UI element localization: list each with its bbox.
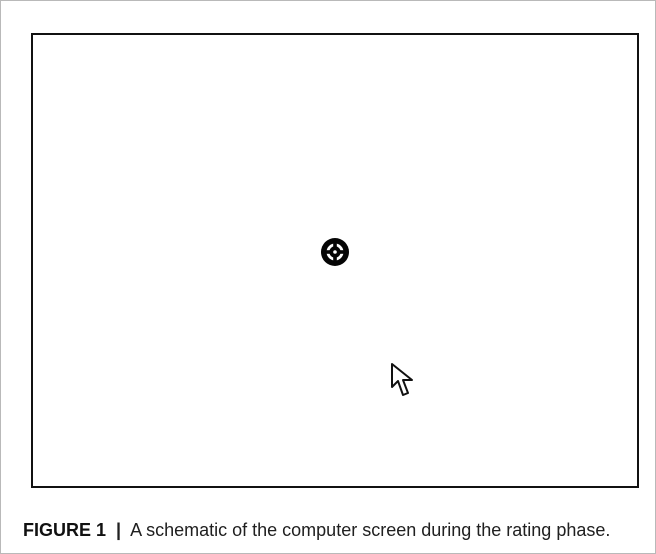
crosshair-target-icon [321, 238, 349, 266]
figure-caption-separator: | [116, 520, 122, 540]
figure-caption-label: FIGURE 1 [23, 520, 107, 540]
figure-caption: FIGURE 1 | A schematic of the computer s… [23, 518, 643, 542]
mouse-pointer-icon [391, 363, 413, 396]
figure-caption-text: A schematic of the computer screen durin… [130, 520, 611, 540]
